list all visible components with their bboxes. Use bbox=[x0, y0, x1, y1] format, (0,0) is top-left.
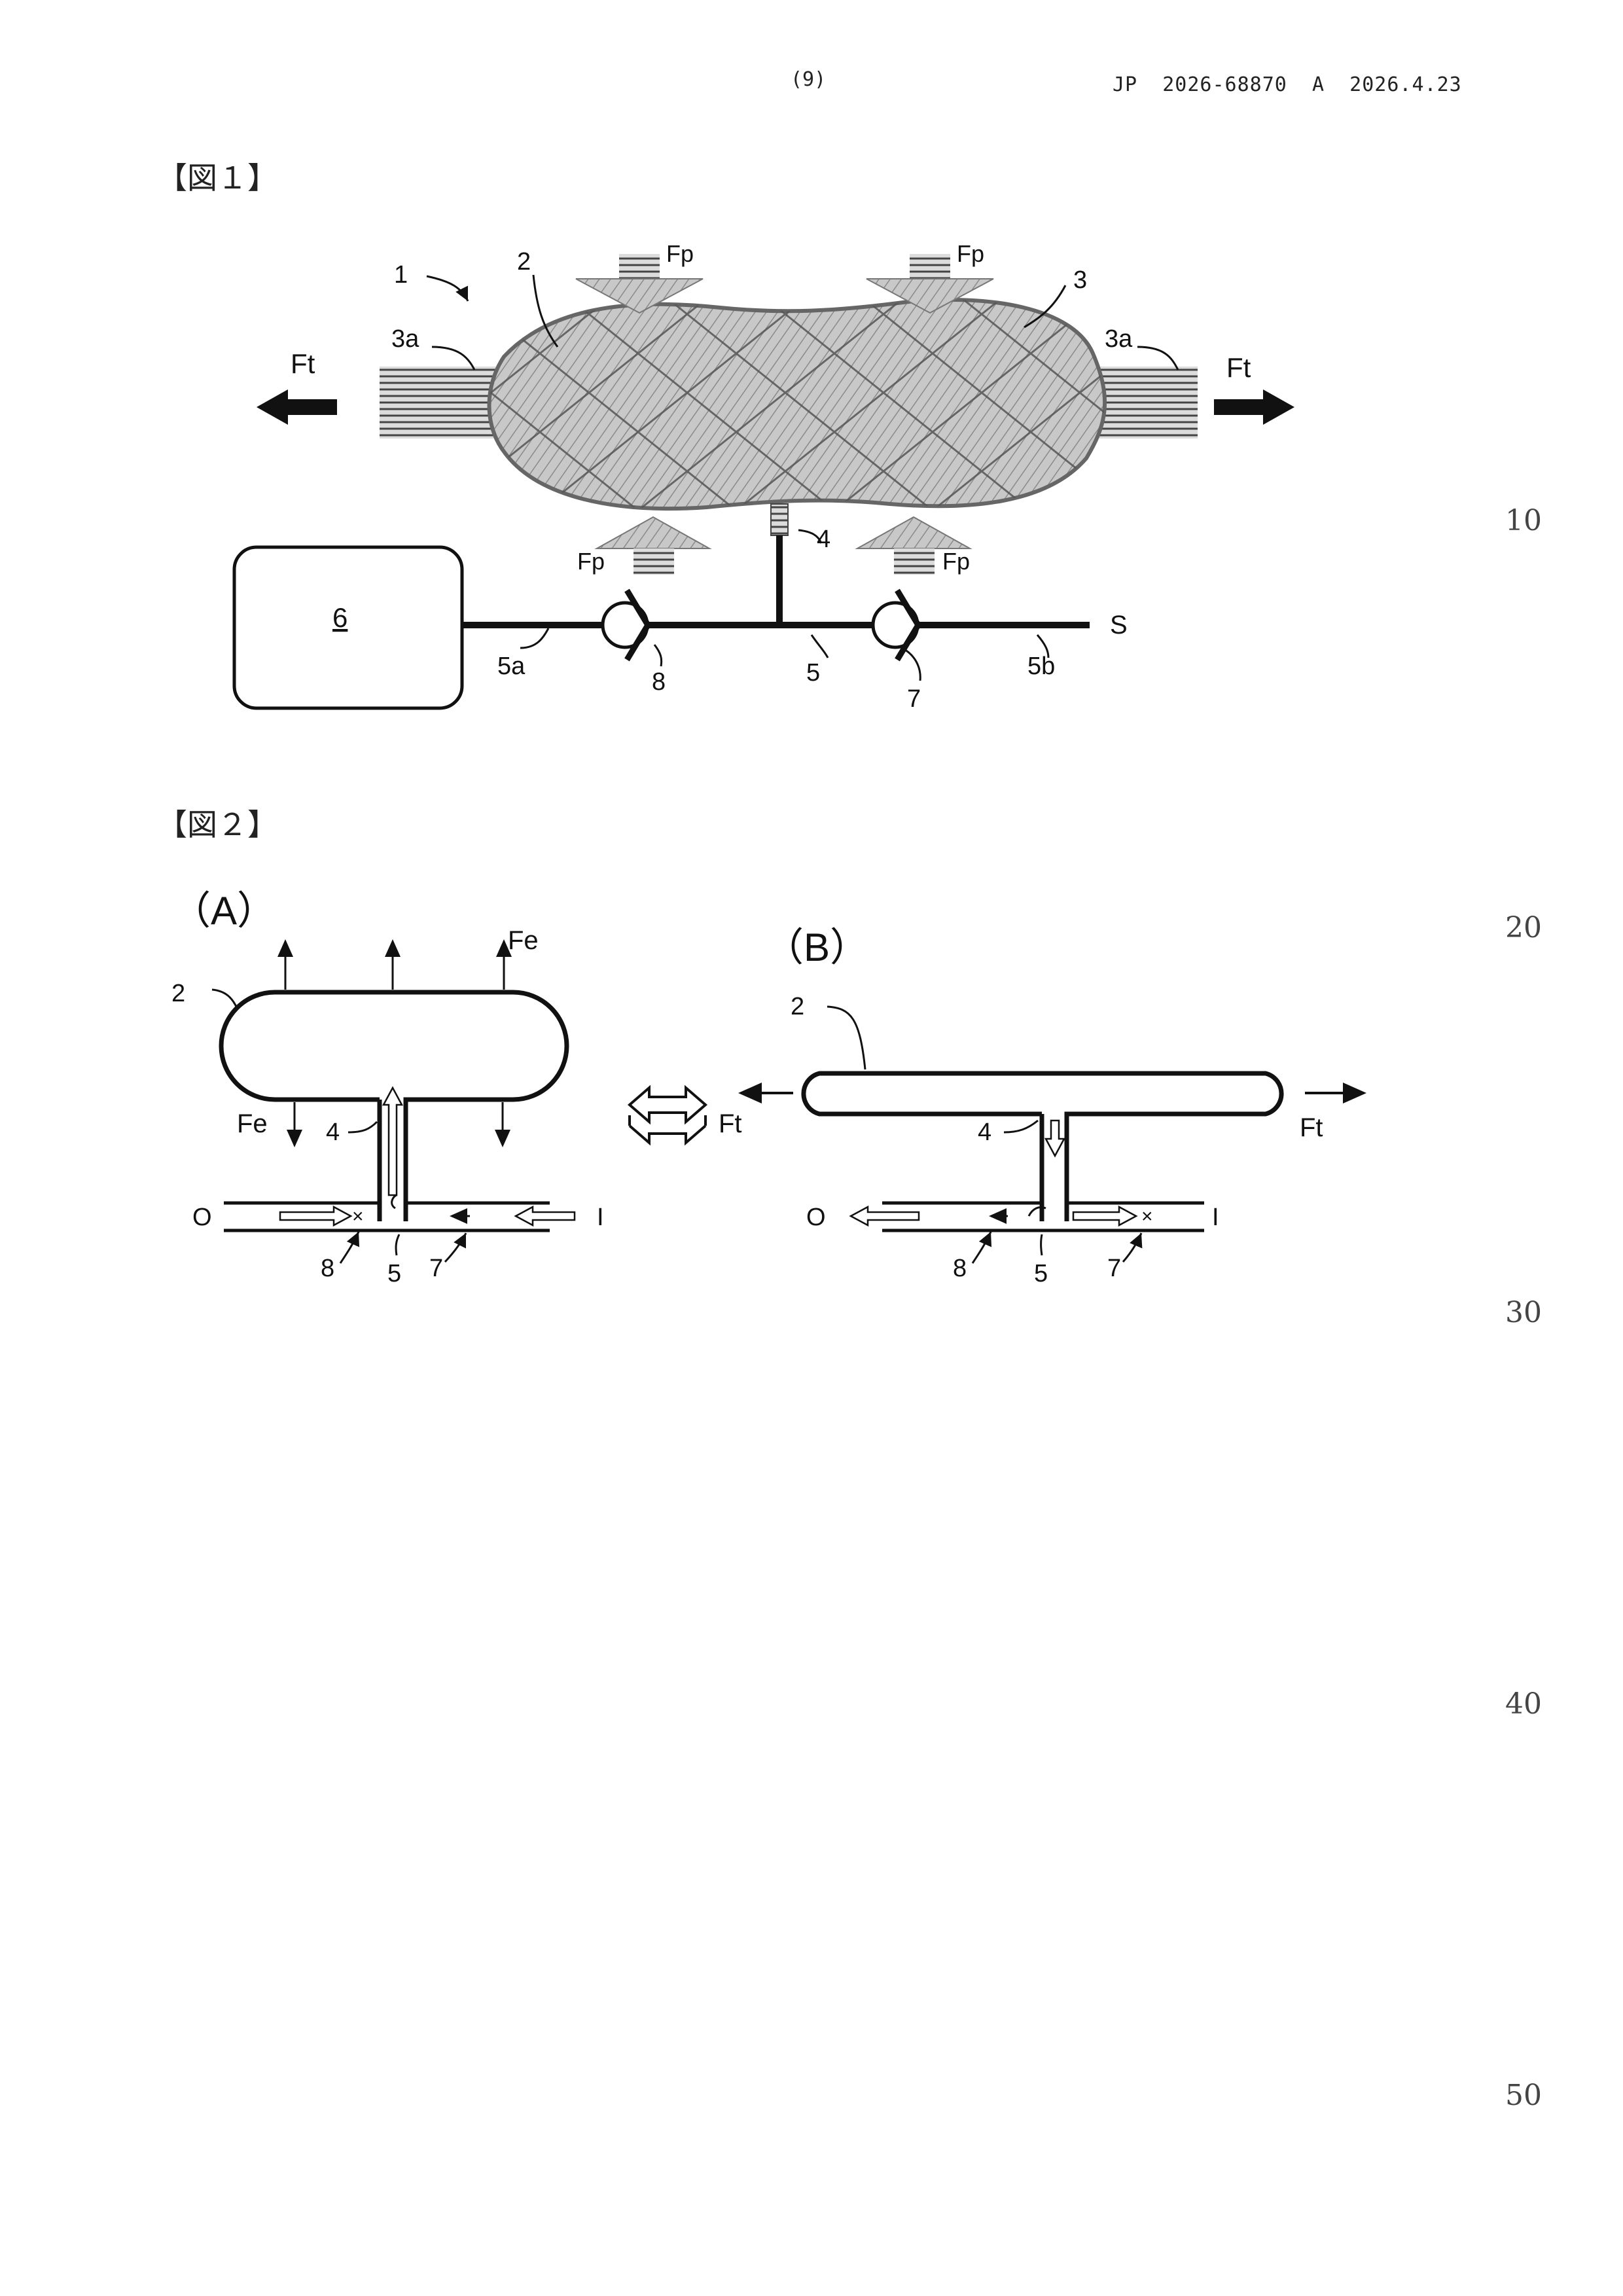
panel-a-port-in: I bbox=[597, 1204, 604, 1231]
ref-5: 5 bbox=[806, 659, 820, 687]
panel-b-ft-right: Ft bbox=[1300, 1113, 1323, 1142]
ref-7: 7 bbox=[907, 685, 921, 713]
mesh-sleeve bbox=[490, 300, 1105, 509]
panel-a-ref-4: 4 bbox=[326, 1119, 340, 1146]
label-fp-bottom-left: Fp bbox=[577, 548, 605, 575]
panel-b-flow-out bbox=[851, 1207, 919, 1225]
panel-a-ref-7: 7 bbox=[429, 1255, 443, 1282]
panel-a-flow-out bbox=[280, 1207, 351, 1225]
label-fp-top-left: Fp bbox=[666, 240, 694, 267]
figure-2b-diagram: （B） × 2 4 5 7 8 Ft Ft O I bbox=[719, 925, 1364, 1287]
panel-a-flow-up bbox=[383, 1088, 402, 1195]
label-fp-top-right: Fp bbox=[957, 240, 984, 267]
panel-b-ref-7: 7 bbox=[1107, 1255, 1121, 1282]
ref-5a: 5a bbox=[497, 653, 526, 680]
check-valve-8 bbox=[603, 590, 648, 660]
label-ft-right: Ft bbox=[1226, 352, 1251, 383]
ref-2: 2 bbox=[517, 248, 531, 276]
ref-8: 8 bbox=[652, 668, 666, 696]
panel-a-blocked-8: × bbox=[352, 1206, 364, 1227]
figure-1-diagram: 1 2 3 3a 3a 4 5 5a 5b 6 7 8 S Ft Ft Fp F… bbox=[234, 240, 1294, 713]
panel-b-flow-down bbox=[1046, 1121, 1064, 1156]
ref-3a-right: 3a bbox=[1105, 325, 1133, 353]
figure-2a-diagram: （A） × 2 4 5 7 bbox=[171, 889, 604, 1287]
ref-3: 3 bbox=[1073, 266, 1087, 294]
panel-a-title: （A） bbox=[171, 889, 276, 933]
ref-s: S bbox=[1110, 611, 1128, 639]
panel-a-fe-bottom: Fe bbox=[237, 1109, 268, 1138]
panel-a-flow-in bbox=[516, 1207, 575, 1225]
left-sleeve bbox=[380, 367, 504, 439]
panel-b-balloon bbox=[804, 1073, 1281, 1221]
ref-1: 1 bbox=[394, 261, 408, 289]
panel-b-ref-2: 2 bbox=[791, 993, 804, 1020]
fp-arrow-bottom-left bbox=[597, 517, 709, 575]
panel-a-ref-2: 2 bbox=[171, 980, 185, 1007]
ref-4: 4 bbox=[817, 526, 830, 553]
panel-a-curved-arrow bbox=[392, 1195, 397, 1208]
panel-b-ref-5: 5 bbox=[1034, 1260, 1048, 1287]
ft-arrow-right bbox=[1214, 389, 1294, 425]
label-fp-bottom-right: Fp bbox=[942, 548, 970, 575]
panel-b-ft-left: Ft bbox=[719, 1109, 742, 1138]
panel-b-ref-8: 8 bbox=[953, 1255, 967, 1282]
pump-unit-6 bbox=[234, 547, 462, 708]
ref-6: 6 bbox=[332, 602, 348, 633]
panel-b-title: （B） bbox=[764, 925, 869, 969]
panel-b-flow-in bbox=[1073, 1207, 1136, 1225]
panel-a-port-out: O bbox=[192, 1204, 212, 1231]
panel-b-ref-4: 4 bbox=[978, 1119, 991, 1146]
panel-a-ref-5: 5 bbox=[387, 1260, 401, 1287]
ref-3a-left: 3a bbox=[391, 325, 419, 353]
panel-a-ref-8: 8 bbox=[321, 1255, 334, 1282]
ref-5b: 5b bbox=[1027, 653, 1055, 680]
label-ft-left: Ft bbox=[291, 348, 315, 379]
connector-4 bbox=[771, 504, 788, 535]
reversible-transition-icon bbox=[630, 1088, 705, 1143]
panel-b-blocked-7: × bbox=[1141, 1206, 1153, 1227]
panel-b-port-out: O bbox=[806, 1204, 826, 1231]
panel-b-port-in: I bbox=[1212, 1204, 1219, 1231]
check-valve-7 bbox=[873, 590, 918, 660]
ft-arrow-left bbox=[257, 389, 337, 425]
panel-a-fe-top: Fe bbox=[508, 926, 539, 955]
